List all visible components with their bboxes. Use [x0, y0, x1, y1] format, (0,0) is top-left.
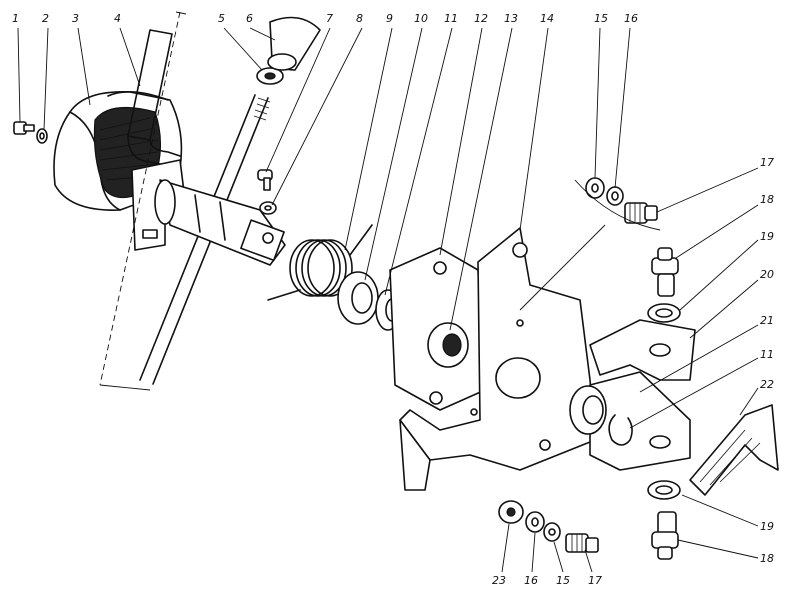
rod-group-dashed-frame [99, 11, 187, 391]
part-9-torsion-spring [267, 224, 373, 301]
part-2-washer [36, 128, 48, 144]
part-15-washer-lower [543, 522, 561, 542]
leader-lines [17, 27, 759, 573]
callout-16-lower: 16 [524, 574, 538, 587]
callout-7: 7 [326, 12, 333, 25]
part-18-fitting-upper [651, 247, 679, 297]
part-4-lever-rod [127, 29, 181, 169]
callout-6: 6 [246, 12, 253, 25]
part-17-bolt-upper [624, 202, 658, 224]
part-19-washer-upper [647, 303, 681, 323]
part-16-washer-lower [525, 511, 545, 533]
part-7-screw [257, 169, 273, 191]
callout-19: 19 [760, 230, 774, 243]
part-15-16-washers-upper [585, 177, 624, 206]
callout-15: 15 [594, 12, 608, 25]
part-6-knob [267, 16, 321, 71]
part-22-latch [689, 404, 779, 496]
part-12-pivot-block [389, 247, 486, 411]
part-18-fitting-lower [651, 511, 679, 560]
callout-19-lower: 19 [760, 520, 774, 533]
part-11-circlip-lower [608, 414, 633, 446]
callout-9: 9 [386, 12, 393, 25]
callout-23: 23 [492, 574, 506, 587]
callout-17-lower: 17 [588, 574, 602, 587]
part-23-nut-lower [498, 500, 524, 524]
callout-11-lower: 11 [760, 348, 774, 361]
main-shaft [154, 179, 286, 266]
callout-1: 1 [12, 12, 19, 25]
callout-2: 2 [42, 12, 49, 25]
callout-13: 13 [504, 12, 518, 25]
part-20-21-bearing-bracket [569, 319, 696, 471]
callout-8: 8 [356, 12, 363, 25]
callout-18-lower: 18 [760, 552, 774, 565]
threaded-stud [253, 97, 271, 121]
part-14-main-bracket [399, 227, 596, 491]
callout-15-lower: 15 [556, 574, 570, 587]
part-8-washer [259, 201, 277, 215]
callout-21: 21 [760, 314, 774, 327]
callout-14: 14 [540, 12, 554, 25]
part-1-screw [13, 121, 35, 135]
callout-12: 12 [474, 12, 488, 25]
bolt-group-link [519, 179, 661, 311]
part-10-washer [337, 271, 379, 325]
callout-20: 20 [760, 268, 774, 281]
callout-16: 16 [624, 12, 638, 25]
callout-labels: 1 2 3 4 5 6 7 8 9 10 11 12 13 14 15 16 1… [12, 12, 774, 587]
callout-5: 5 [218, 12, 225, 25]
part-17-bolt-lower [565, 533, 599, 553]
callout-10: 10 [414, 12, 428, 25]
callout-17: 17 [760, 156, 774, 169]
callout-3: 3 [72, 12, 79, 25]
part-19-washer-lower [647, 480, 681, 500]
callout-22: 22 [760, 378, 774, 391]
callout-4: 4 [114, 12, 121, 25]
callout-18: 18 [760, 193, 774, 206]
callout-11: 11 [444, 12, 458, 25]
part-5-nut [256, 67, 284, 85]
